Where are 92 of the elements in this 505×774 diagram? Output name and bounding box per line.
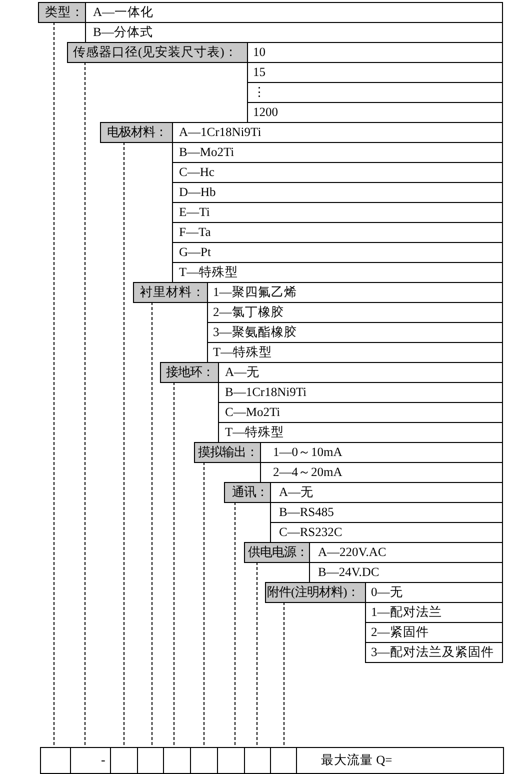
dashed-leader-line [256,562,258,748]
header-cell [67,42,248,63]
header-cell [194,442,261,463]
header-cell [160,362,219,383]
option-cell [85,22,503,43]
option-cell [172,262,503,283]
option-text: C—Mo2Ti [225,404,280,420]
category-label: 摸拟输出： [198,444,258,460]
option-text: T—特殊型 [179,264,238,280]
option-cell [207,322,503,343]
header-cell [244,542,310,563]
code-field [110,747,138,774]
option-cell [85,2,503,23]
option-text: B—Mo2Ti [179,144,234,160]
option-text: 2—4～20mA [273,464,342,480]
category-label: 通讯： [232,484,268,500]
option-text: A—无 [279,484,314,500]
option-cell [365,602,503,623]
code-field [70,747,111,774]
option-text: D—Hb [179,184,216,200]
dashed-leader-line [84,62,86,748]
option-text: B—RS485 [279,504,334,520]
header-cell [224,482,271,503]
option-cell [365,642,503,663]
hyphen-separator: - [101,752,106,768]
option-text: 3—配对法兰及紧固件 [371,644,494,660]
option-cell [218,402,503,423]
category-label: 电极材料： [107,124,167,140]
option-text: 1—0～10mA [273,444,342,460]
option-text: F—Ta [179,224,211,240]
option-text: A—220V.AC [318,544,386,560]
option-cell [247,102,503,123]
code-field [163,747,191,774]
option-cell [218,422,503,443]
dashed-leader-line [234,502,236,748]
option-text: C—Hc [179,164,214,180]
option-cell [172,122,503,143]
option-text: B—分体式 [93,24,153,40]
option-text: 15 [253,64,266,80]
option-cell [247,82,503,103]
header-cell [265,582,366,603]
option-cell [172,162,503,183]
option-cell [172,242,503,263]
option-cell [270,522,503,543]
option-text: T—特殊型 [213,344,272,360]
option-text: 1—配对法兰 [371,604,442,620]
option-text: A—一体化 [93,4,154,20]
option-text: 3—聚氨酯橡胶 [213,324,297,340]
option-cell [207,342,503,363]
option-text: ⋮ [253,84,266,100]
code-field [217,747,245,774]
code-field [190,747,218,774]
option-cell [172,182,503,203]
code-field [270,747,297,774]
option-cell [172,142,503,163]
code-field [244,747,271,774]
category-label: 衬里材料： [140,284,205,300]
option-cell [309,562,503,583]
code-field [137,747,164,774]
option-cell [207,302,503,323]
option-text: G—Pt [179,244,211,260]
category-label: 供电电源： [248,544,308,560]
option-cell [172,222,503,243]
option-text: 2—紧固件 [371,624,429,640]
field-label: 最大流量 Q= [321,752,392,768]
category-label: 接地环： [166,364,214,380]
category-label: 类型： [45,4,84,20]
option-cell [365,622,503,643]
flow-rate-field [296,747,504,774]
header-cell [133,282,208,303]
option-text: 10 [253,44,266,60]
option-cell [172,202,503,223]
option-text: 1—聚四氟乙烯 [213,284,297,300]
option-cell [218,382,503,403]
category-label: 附件(注明材料)： [267,584,360,600]
option-text: A—无 [225,364,260,380]
code-field [40,747,71,774]
option-cell [247,62,503,83]
option-text: 2—氯丁橡胶 [213,304,284,320]
option-text: 1200 [253,104,278,120]
option-text: E—Ti [179,204,210,220]
header-cell [100,122,173,143]
option-text: 0—无 [371,584,403,600]
category-label: 传感器口径(见安装尺寸表)： [73,44,238,60]
option-text: A—1Cr18Ni9Ti [179,124,262,140]
header-cell [38,2,86,23]
option-cell [260,462,503,483]
option-text: B—1Cr18Ni9Ti [225,384,307,400]
option-text: T—特殊型 [225,424,284,440]
option-text: C—RS232C [279,524,342,540]
option-text: B—24V.DC [318,564,380,580]
option-cell [270,502,503,523]
